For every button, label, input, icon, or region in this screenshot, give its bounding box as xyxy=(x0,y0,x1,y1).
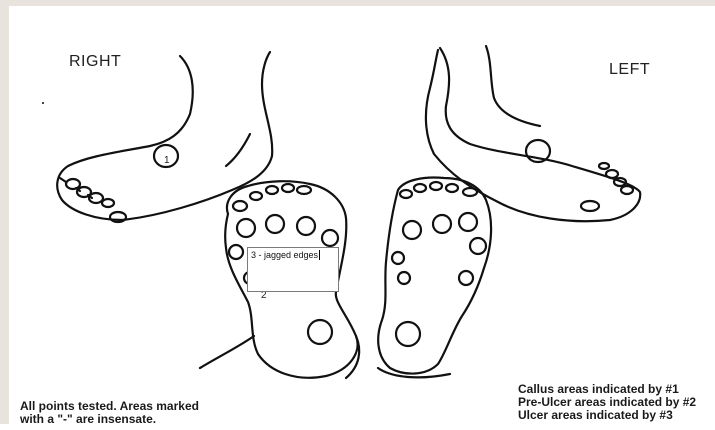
left-foot-plantar-view xyxy=(378,178,491,378)
right-foot-side-view xyxy=(57,52,272,222)
stray-mark xyxy=(42,102,44,104)
insensate-note: All points tested. Areas marked with a "… xyxy=(20,400,199,426)
area-legend: Callus areas indicated by #1 Pre-Ulcer a… xyxy=(518,383,696,422)
right-side-label: RIGHT xyxy=(69,53,121,71)
insensate-note-line-2: with a "-" are insensate. xyxy=(20,413,199,426)
text-caret xyxy=(319,250,320,260)
annotation-text: 3 - jagged edges xyxy=(251,250,318,260)
left-side-label: LEFT xyxy=(609,61,650,79)
annotation-text-box[interactable]: 3 - jagged edges xyxy=(247,247,339,292)
callus-marker: 1 xyxy=(164,155,170,166)
legend-ulcer: Ulcer areas indicated by #3 xyxy=(518,409,696,422)
